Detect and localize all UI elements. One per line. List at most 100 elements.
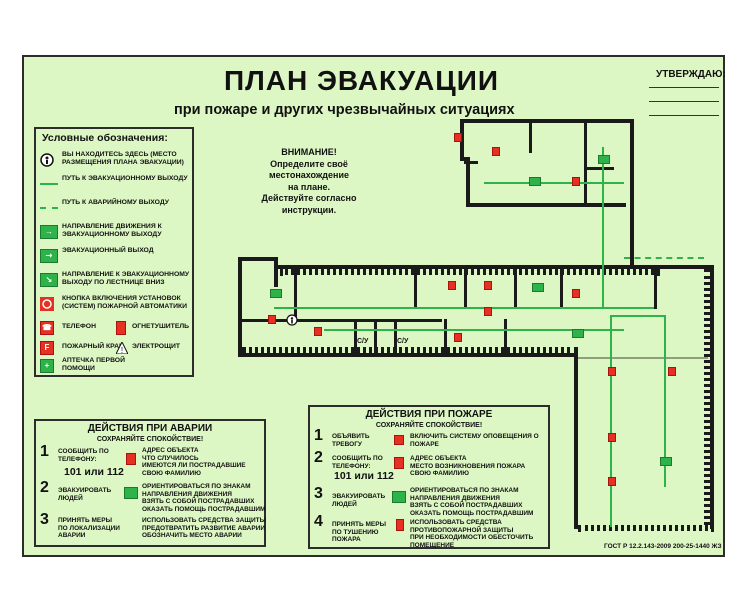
detail-line: ЧТО СЛУЧИЛОСЬ [142,454,199,462]
legend-label: ТЕЛЕФОН [62,323,96,330]
legend-label: НАПРАВЛЕНИЕ К ЭВАКУАЦИОННОМУ ВЫХОДУ ПО Л… [62,271,190,286]
step-detail: АДРЕС ОБЪЕКТА ЧТО СЛУЧИЛОСЬ ИМЕЮТСЯ ЛИ П… [142,447,266,477]
legend-label: НАПРАВЛЕНИЕ ДВИЖЕНИЯ К ЭВАКУАЦИОННОМУ ВЫ… [62,223,162,238]
legend-item: ↘ НАПРАВЛЕНИЕ К ЭВАКУАЦИОННОМУ ВЫХОДУ ПО… [40,271,194,291]
detail-line: ОРИЕНТИРОВАТЬСЯ ПО ЗНАКАМ НАПРАВЛЕНИЯ ДВ… [142,483,251,498]
step-detail: ОРИЕНТИРОВАТЬСЯ ПО ЗНАКАМ НАПРАВЛЕНИЯ ДВ… [142,483,266,513]
window-wall [242,347,578,353]
phone-icon [572,289,580,298]
step-action: ПРИНЯТЬ МЕРЫ ПО ЛОКАЛИЗАЦИИ АВАРИИ [58,517,120,539]
wall [560,269,563,309]
detail-line: ОБОЗНАЧИТЬ МЕСТО АВАРИИ [142,532,242,539]
evacuation-route [610,315,666,317]
room-label-wc: С/У [357,338,369,345]
direction-arrow-icon [598,155,610,164]
step-detail: ОРИЕНТИРОВАТЬСЯ ПО ЗНАКАМ НАПРАВЛЕНИЯ ДВ… [410,487,548,517]
detail-line: ИСПОЛЬЗОВАТЬ СРЕДСТВА ПРОТИВОПОЖАРНОЙ ЗА… [410,519,514,534]
wall [238,257,242,357]
step-number: 4 [314,513,323,530]
wall [394,319,397,353]
legend-item: ВЫ НАХОДИТЕСЬ ЗДЕСЬ (МЕСТО РАЗМЕЩЕНИЯ ПЛ… [40,151,194,171]
legend-item: ПУТЬ К АВАРИЙНОМУ ВЫХОДУ [40,199,194,219]
wall [460,119,634,123]
step-number: 3 [314,485,323,502]
extinguisher-icon [668,367,676,376]
step-action: ПРИНЯТЬ МЕРЫ ПО ТУШЕНИЮ ПОЖАРА [332,521,386,543]
step-detail: АДРЕС ОБЪЕКТА МЕСТО ВОЗНИКНОВЕНИЯ ПОЖАРА… [410,455,548,478]
approval-line [649,101,719,102]
detail-line: ОКАЗАТЬ ПОМОЩЬ ПОСТРАДАВШИМ [410,509,534,517]
attention-line: на плане. [287,181,331,192]
approval-line [649,87,719,88]
detail-line: МЕСТО ВОЗНИКНОВЕНИЯ ПОЖАРА [410,462,526,470]
step-detail: ИСПОЛЬЗОВАТЬ СРЕДСТВА ПРОТИВОПОЖАРНОЙ ЗА… [410,519,548,549]
emergency-numbers: 101 или 112 [64,466,124,478]
detail-line: ВЗЯТЬ С СОБОЙ ПОСТРАДАВШИХ [410,502,523,509]
evacuation-route [484,182,624,184]
legend-label: ВЫ НАХОДИТЕСЬ ЗДЕСЬ (МЕСТО РАЗМЕЩЕНИЯ ПЛ… [62,151,184,166]
attention-note: ВНИМАНИЕ! Определите своё местонахождени… [244,147,374,216]
wall [274,257,278,287]
evacuation-route [324,329,624,331]
phone-icon [454,333,462,342]
detail-line: АДРЕС ОБЪЕКТА [142,447,199,454]
direction-arrow-icon [660,457,672,466]
wall [584,167,587,207]
attention-title: ВНИМАНИЕ! [281,147,337,157]
exit-sign-icon [529,177,541,186]
exit-sign-icon: ⇢ [40,249,58,263]
legend-item: ПУТЬ К ЭВАКУАЦИОННОМУ ВЫХОДУ [40,175,194,195]
emergency-route [624,257,704,259]
window-wall [578,525,714,531]
wall [514,269,517,309]
gost-reference: ГОСТ Р 12.2.143-2009 200-25-1440 ЖЗ [604,543,722,550]
wall [529,123,532,153]
window-wall [280,269,660,275]
step-action: ЭВАКУИРОВАТЬ ЛЮДЕЙ [58,487,112,502]
you-are-here-icon [286,313,298,326]
phone-icon [448,281,456,290]
attention-line: инструкции. [281,204,337,215]
exit-sign-icon [572,329,584,338]
wall [444,319,447,353]
extinguisher-icon [116,321,126,335]
room-label-wc: С/У [397,338,409,345]
exit-sign-icon [124,487,138,499]
wall [504,319,507,353]
wall [466,203,626,207]
evacuation-route [610,317,612,527]
legend-item: ⇢ ЭВАКУАЦИОННЫЙ ВЫХОД [40,247,194,267]
exit-sign-icon [392,491,406,503]
extinguisher-icon [454,133,462,142]
wall [464,269,467,309]
partition [578,357,708,359]
wall [460,119,464,161]
wall [574,353,578,529]
evacuation-route [602,147,604,307]
wall [238,257,274,261]
detail-line: ОКАЗАТЬ ПОМОЩЬ ПОСТРАДАВШИМ [142,505,266,513]
step-action: СООБЩИТЬ ПО ТЕЛЕФОНУ: [58,448,109,463]
wall [710,265,714,529]
detail-line: ПРИ НЕОБХОДИМОСТИ ОБЕСТОЧИТЬ ПОМЕЩЕНИЕ [410,534,534,549]
exit-sign-icon [270,289,282,298]
you-are-here-icon [40,153,58,167]
phone-icon [394,457,404,469]
phone-icon [492,147,500,156]
extinguisher-icon [314,327,322,336]
step-number: 2 [314,449,323,466]
direction-arrow-icon: → [40,225,58,239]
wall [242,319,442,322]
extinguisher-icon [396,519,404,531]
extinguisher-icon [608,433,616,442]
fire-hydrant-icon [608,367,616,376]
detail-line: СВОЮ ФАМИЛИЮ [142,469,201,477]
wall [238,353,578,357]
wall [354,319,357,353]
legend-item: F ПОЖАРНЫЙ КРАН ! ЭЛЕКТРОЩИТ [40,339,194,359]
plan-title: ПЛАН ЭВАКУАЦИИ [224,65,499,96]
step-action: ОБЪЯВИТЬ ТРЕВОГУ [332,433,370,448]
legend-label: ПОЖАРНЫЙ КРАН [62,343,124,350]
svg-text:!: ! [121,346,123,354]
step-action: ЭВАКУИРОВАТЬ ЛЮДЕЙ [332,493,386,508]
